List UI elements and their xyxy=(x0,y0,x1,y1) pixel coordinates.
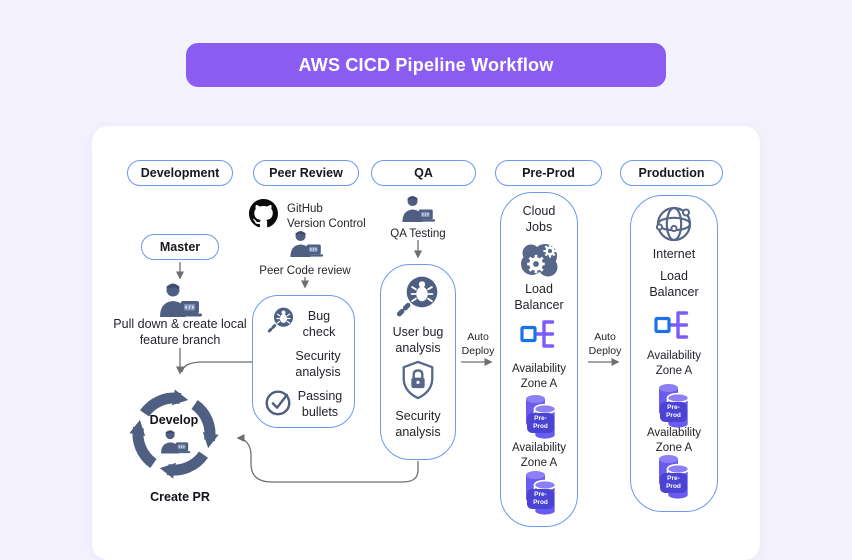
peer-review-checks-box xyxy=(252,295,355,428)
pull-branch-label: Pull down & create local feature branch xyxy=(113,317,247,347)
create-pr-label: Create PR xyxy=(150,490,210,504)
database-icon: Pre-Prod xyxy=(654,381,694,431)
auto-deploy-label: Auto Deploy xyxy=(461,331,495,357)
shield-lock-icon xyxy=(400,360,436,400)
database-icon: Pre-Prod xyxy=(521,392,561,442)
security-analysis-label: Security analysis xyxy=(295,349,341,379)
stage-label: Pre-Prod xyxy=(522,166,575,180)
availability-zone-label: Availability Zone A xyxy=(646,427,702,454)
bug-check-label: Bug check xyxy=(302,309,336,339)
stage-pill-production: Production xyxy=(620,160,723,186)
availability-zone-label: Availability Zone A xyxy=(511,363,567,390)
user-bug-analysis-label: User bug analysis xyxy=(392,325,444,355)
developer-icon xyxy=(400,194,436,222)
github-subtitle: Version Control xyxy=(287,217,366,230)
github-title: GitHub xyxy=(287,203,323,215)
stage-label: Peer Review xyxy=(269,166,343,180)
internet-label: Internet xyxy=(652,247,696,261)
load-balancer-icon xyxy=(519,316,561,352)
database-icon: Pre-Prod xyxy=(521,468,561,518)
availability-zone-label: Availability Zone A xyxy=(646,350,702,377)
github-icon xyxy=(249,199,278,228)
globe-icon xyxy=(652,202,696,246)
security-analysis-label: Security analysis xyxy=(395,409,441,439)
db-env-badge: Pre-Prod xyxy=(660,473,687,493)
developer-icon xyxy=(157,281,203,317)
load-balancer-label: Load Balancer xyxy=(649,269,699,299)
qa-testing-label: QA Testing xyxy=(390,228,446,240)
developer-icon xyxy=(288,229,324,257)
github-label: GitHub Version Control xyxy=(287,202,377,232)
stage-pill-peer-review: Peer Review xyxy=(253,160,359,186)
stage-label: QA xyxy=(414,166,433,180)
db-env-badge: Pre-Prod xyxy=(660,402,687,422)
auto-deploy-label: Auto Deploy xyxy=(588,331,622,357)
stage-label: Production xyxy=(638,166,705,180)
stage-pill-qa: QA xyxy=(371,160,476,186)
develop-label: Develop xyxy=(149,413,199,427)
load-balancer-icon xyxy=(653,307,695,343)
db-env-badge: Pre-Prod xyxy=(527,413,554,433)
developer-icon xyxy=(159,428,191,454)
diagram-title-banner: AWS CICD Pipeline Workflow xyxy=(186,43,666,87)
cloud-jobs-label: Cloud Jobs xyxy=(522,204,556,234)
master-branch-pill: Master xyxy=(141,234,219,260)
peer-code-review-label: Peer Code review xyxy=(259,265,351,277)
master-label: Master xyxy=(159,240,201,254)
stage-label: Development xyxy=(140,166,220,180)
passing-bullets-label: Passing bullets xyxy=(297,389,343,419)
load-balancer-label: Load Balancer xyxy=(514,282,564,312)
bug-search-icon xyxy=(394,274,442,322)
stage-pill-pre-prod: Pre-Prod xyxy=(495,160,602,186)
availability-zone-label: Availability Zone A xyxy=(511,442,567,469)
stage-pill-development: Development xyxy=(127,160,233,186)
db-env-badge: Pre-Prod xyxy=(527,489,554,509)
database-icon: Pre-Prod xyxy=(654,452,694,502)
gears-icon xyxy=(517,238,561,280)
page-title: AWS CICD Pipeline Workflow xyxy=(298,54,554,75)
